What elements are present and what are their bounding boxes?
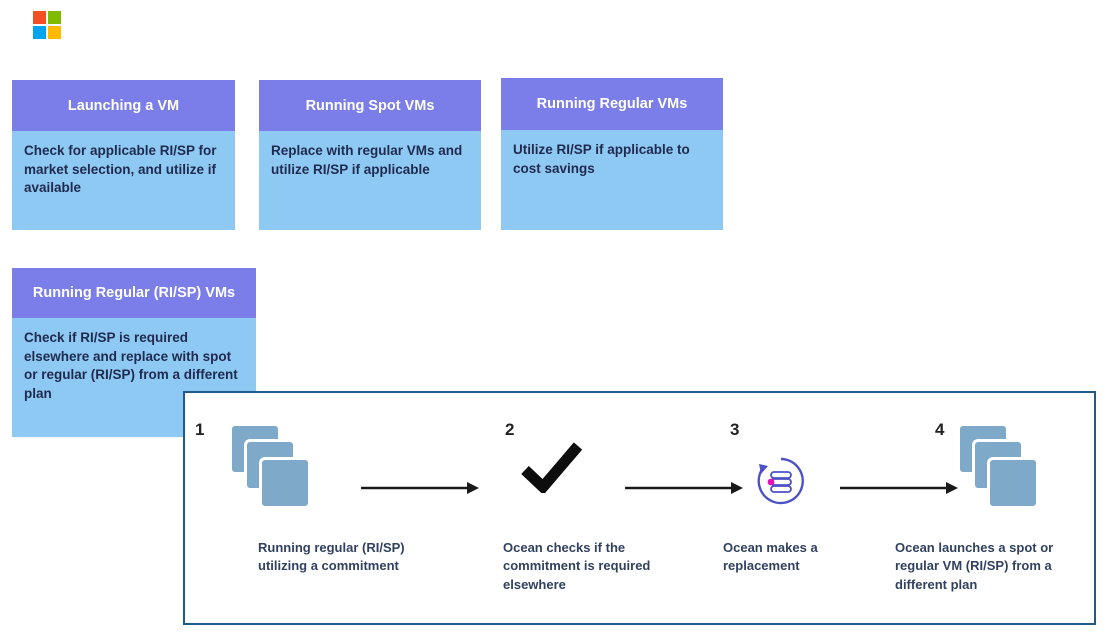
card-running-regular-risp-vms: Running Regular (RI/SP) VMs Check if RI/…: [12, 268, 256, 437]
card-body-text: Utilize RI/SP if applicable to cost savi…: [501, 130, 723, 230]
step-3-number: 3: [730, 420, 740, 439]
replacement-cycle-icon: [755, 455, 807, 507]
step-4-label: Ocean launches a spot or regular VM (RI/…: [895, 540, 1054, 592]
card-body-text: Check if RI/SP is required elsewhere and…: [12, 318, 256, 437]
card-launching-a-vm: Launching a VM Check for applicable RI/S…: [12, 80, 235, 230]
step-2-label: Ocean checks if the commitment is requir…: [503, 540, 651, 592]
ms-logo-red-square: [33, 11, 46, 24]
vm-square: [259, 457, 311, 509]
ms-logo-blue-square: [33, 26, 46, 39]
microsoft-logo-icon: [33, 11, 61, 39]
step-2-number: 2: [505, 420, 515, 439]
card-title: Launching a VM: [12, 80, 235, 131]
vm-square: [987, 457, 1039, 509]
step-1-number: 1: [195, 420, 205, 439]
step-3-label: Ocean makes a replacement: [723, 540, 818, 574]
step-1-label: Running regular (RI/SP) utilizing a comm…: [258, 540, 405, 574]
flow-diagram-box: 1 2 3 4: [183, 391, 1096, 625]
arrow-right-icon: [625, 481, 743, 495]
card-title: Running Regular (RI/SP) VMs: [12, 268, 256, 318]
card-running-spot-vms: Running Spot VMs Replace with regular VM…: [259, 80, 481, 230]
card-title: Running Regular VMs: [501, 78, 723, 130]
ms-logo-yellow-square: [48, 26, 61, 39]
vm-stack-icon: [229, 423, 313, 515]
card-running-regular-vms: Running Regular VMs Utilize RI/SP if app…: [501, 78, 723, 230]
arrow-right-icon: [361, 481, 479, 495]
arrow-right-icon: [840, 481, 958, 495]
step-4-number: 4: [935, 420, 945, 439]
ms-logo-green-square: [48, 11, 61, 24]
card-body-text: Check for applicable RI/SP for market se…: [12, 131, 235, 230]
card-title: Running Spot VMs: [259, 80, 481, 131]
checkmark-icon: [519, 441, 583, 495]
vm-stack-icon: [957, 423, 1041, 515]
card-body-text: Replace with regular VMs and utilize RI/…: [259, 131, 481, 230]
